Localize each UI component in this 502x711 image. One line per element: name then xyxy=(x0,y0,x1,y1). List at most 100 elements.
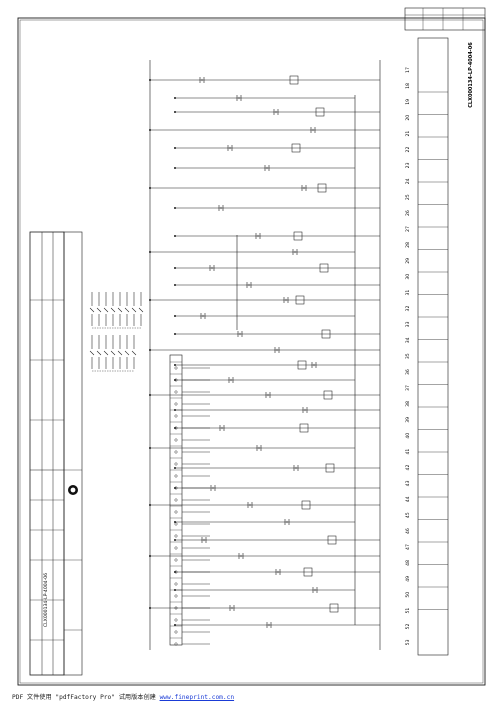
terminal-screw xyxy=(174,522,178,526)
wiring-diagram xyxy=(149,60,381,650)
line-number: 27 xyxy=(405,226,411,232)
contact-gap xyxy=(284,298,288,302)
junction-dot xyxy=(174,467,176,469)
junction-dot xyxy=(149,504,151,506)
line-number: 49 xyxy=(405,576,411,582)
contact-blade xyxy=(124,350,130,356)
junction-dot xyxy=(174,207,176,209)
contact-gap xyxy=(276,570,280,574)
contact-gap xyxy=(285,520,289,524)
line-number: 43 xyxy=(405,480,411,486)
line-number: 36 xyxy=(405,369,411,375)
terminal-screw xyxy=(174,582,178,586)
line-number: 19 xyxy=(405,99,411,105)
line-number: 41 xyxy=(405,449,411,455)
line-number: 39 xyxy=(405,417,411,423)
terminal-screw xyxy=(174,594,178,598)
contact-gap xyxy=(266,393,270,397)
terminal-screw xyxy=(174,402,178,406)
contact-gap xyxy=(248,503,252,507)
sheet-inner-border xyxy=(19,19,484,684)
relay-coil xyxy=(327,535,337,545)
contact-gap xyxy=(237,96,241,100)
contact-blade xyxy=(117,307,123,313)
junction-dot xyxy=(149,299,151,301)
contact-blade xyxy=(138,307,144,313)
contact-gap xyxy=(257,446,261,450)
line-number: 33 xyxy=(405,321,411,327)
line-number: 38 xyxy=(405,401,411,407)
junction-dot xyxy=(174,111,176,113)
contact-gap xyxy=(229,378,233,382)
terminal-screw xyxy=(174,642,178,646)
terminal-strip xyxy=(169,354,210,646)
function-label-column xyxy=(417,37,449,656)
line-number: 37 xyxy=(405,385,411,391)
relay-coil xyxy=(325,463,335,473)
junction-dot xyxy=(149,187,151,189)
title-block xyxy=(29,231,83,676)
contact-blade xyxy=(110,307,116,313)
terminal-screw xyxy=(174,414,178,418)
relay-coil xyxy=(297,360,307,370)
contact-stack-lower xyxy=(89,335,137,372)
terminal-screw xyxy=(174,618,178,622)
contact-blade xyxy=(96,350,102,356)
junction-dot xyxy=(149,447,151,449)
contact-gap xyxy=(247,283,251,287)
relay-coil xyxy=(329,603,339,613)
junction-dot xyxy=(174,267,176,269)
contact-gap xyxy=(267,623,271,627)
contact-blade xyxy=(89,350,95,356)
relay-coil xyxy=(317,183,327,193)
relay-coil xyxy=(289,75,299,85)
contact-gap xyxy=(293,250,297,254)
junction-dot xyxy=(174,284,176,286)
junction-dot xyxy=(174,539,176,541)
terminal-screw xyxy=(174,438,178,442)
rung-group xyxy=(149,75,380,628)
line-number: 20 xyxy=(405,115,411,121)
line-number: 48 xyxy=(405,560,411,566)
line-number: 50 xyxy=(405,592,411,598)
junction-dot xyxy=(149,129,151,131)
line-number: 17 xyxy=(405,67,411,73)
revision-table xyxy=(404,7,486,31)
line-number: 29 xyxy=(405,258,411,264)
line-number: 18 xyxy=(405,83,411,89)
contact-gap xyxy=(200,78,204,82)
sheet-border xyxy=(17,17,486,686)
contact-blade xyxy=(103,307,109,313)
junction-dot xyxy=(174,167,176,169)
contact-gap xyxy=(230,606,234,610)
junction-dot xyxy=(174,521,176,523)
relay-coil xyxy=(301,500,311,510)
contact-gap xyxy=(239,554,243,558)
contact-blade xyxy=(96,307,102,313)
relay-coil xyxy=(315,107,325,117)
pdf-footer: PDF 文件使用 "pdfFactory Pro" 试用版本创建 www.fin… xyxy=(12,692,234,701)
terminal-screw xyxy=(174,474,178,478)
terminal-screw xyxy=(174,498,178,502)
terminal-screw xyxy=(174,510,178,514)
contact-stack-upper xyxy=(89,292,144,329)
contact-gap xyxy=(228,146,232,150)
drawing-number-top: CLX000134-LP-4004-06 xyxy=(468,42,474,108)
line-number: 53 xyxy=(405,639,411,645)
relay-coil xyxy=(321,329,331,339)
line-number: 47 xyxy=(405,544,411,550)
contact-gap xyxy=(313,588,317,592)
junction-dot xyxy=(149,79,151,81)
contact-blade xyxy=(131,307,137,313)
junction-dot xyxy=(174,235,176,237)
contact-gap xyxy=(311,128,315,132)
footer-link[interactable]: www.fineprint.com.cn xyxy=(159,694,235,701)
contact-gap xyxy=(274,110,278,114)
contact-gap xyxy=(220,426,224,430)
line-number: 52 xyxy=(405,624,411,630)
contact-gap xyxy=(211,486,215,490)
terminal-screw xyxy=(174,630,178,634)
contact-gap xyxy=(265,166,269,170)
company-logo xyxy=(68,485,78,495)
